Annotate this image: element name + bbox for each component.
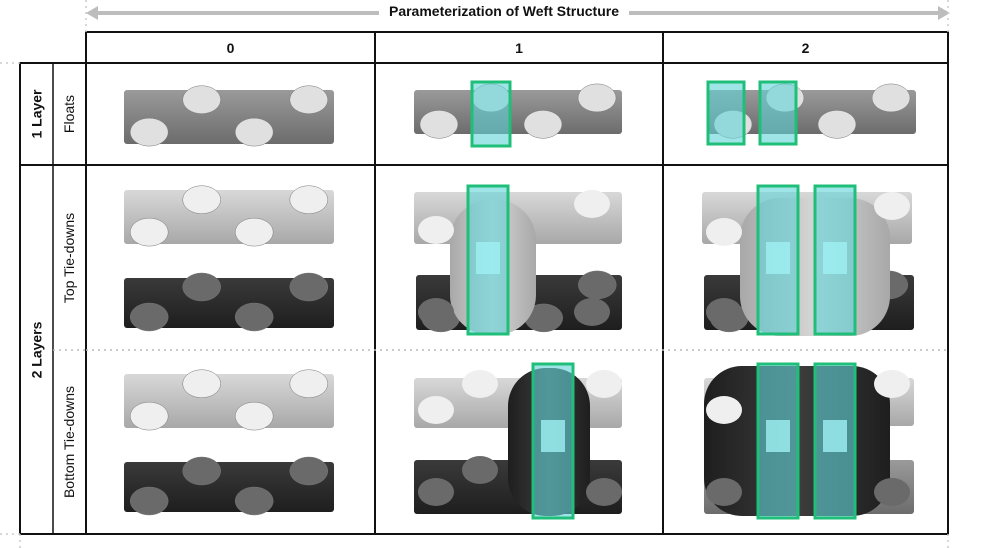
weave-top-1-yarn	[574, 298, 610, 326]
weave-top-1-yarn	[418, 298, 454, 326]
weave-bottom-0-lower-yarn	[234, 486, 274, 516]
highlight-inner-3	[541, 420, 565, 452]
weave-bottom-0-lower-yarn	[289, 456, 329, 486]
diagram-title: Parameterization of Weft Structure	[0, 3, 1008, 19]
weave-bottom-1-yarn	[418, 478, 454, 506]
highlight-floats-2a	[706, 80, 746, 146]
weave-bottom-0-upper-yarn	[182, 369, 221, 398]
weave-bottom-2-yarn	[874, 370, 910, 398]
weave-top-1-yarn	[574, 190, 610, 218]
weave-bottom-1-yarn	[462, 456, 498, 484]
column-header-1: 1	[515, 40, 523, 56]
weave-bottom-0-upper	[124, 374, 334, 428]
weave-floats-1	[414, 90, 622, 134]
highlight-inner-1	[766, 242, 790, 274]
weave-top-2-yarn	[706, 218, 742, 246]
weave-floats-0-yarn	[234, 117, 274, 147]
weave-floats-0-yarn	[129, 117, 169, 147]
weave-bottom-1-yarn	[418, 396, 454, 424]
weave-bottom-0-lower-yarn	[129, 486, 169, 516]
weave-floats-2-yarn	[817, 110, 857, 139]
weave-top-0-upper	[124, 190, 334, 244]
weave-floats-1-yarn	[523, 110, 563, 139]
column-header-0: 0	[226, 40, 235, 56]
weave-top-0-lower-yarn	[234, 302, 274, 332]
weave-bottom-0-upper-yarn	[234, 401, 274, 431]
highlight-inner-5	[823, 420, 847, 452]
highlight-top-2b	[813, 184, 857, 336]
weave-bottom-1-yarn	[586, 370, 622, 398]
weave-bottom-0-upper-yarn	[129, 401, 169, 431]
weave-bottom-1-yarn	[462, 370, 498, 398]
weave-top-0-lower-yarn	[182, 272, 221, 302]
highlight-floats-2b	[758, 80, 798, 146]
highlight-inner-0	[476, 242, 500, 274]
highlight-floats-1	[470, 80, 512, 148]
weave-floats-2-yarn	[871, 83, 911, 113]
weave-floats-1-yarn	[577, 83, 617, 113]
weave-floats-0-yarn	[289, 85, 329, 114]
weave-bottom-0-lower	[124, 462, 334, 512]
highlight-inner-4	[766, 420, 790, 452]
weave-bottom-2-yarn	[874, 478, 910, 506]
weave-floats-0	[124, 90, 334, 144]
weave-floats-1-yarn	[419, 110, 459, 139]
weave-bottom-1-yarn	[586, 478, 622, 506]
weave-top-0-lower-yarn	[129, 302, 169, 332]
weave-top-0-upper-yarn	[289, 185, 329, 214]
weave-top-0-lower-yarn	[289, 272, 329, 302]
weave-top-0-upper-yarn	[129, 217, 169, 247]
weave-top-1-yarn	[418, 216, 454, 244]
weave-floats-0-yarn	[182, 85, 221, 114]
weave-top-2-yarn	[706, 298, 742, 326]
highlight-inner-2	[823, 242, 847, 274]
weave-bottom-0-upper-yarn	[289, 369, 329, 398]
weave-top-0-upper-yarn	[182, 185, 221, 214]
weave-top-0-lower	[124, 278, 334, 328]
column-header-2: 2	[801, 40, 810, 56]
weave-bottom-0-lower-yarn	[182, 456, 221, 486]
weave-top-1-lower-yarn	[578, 270, 617, 300]
weave-bottom-2-yarn	[706, 396, 742, 424]
weave-top-0-upper-yarn	[234, 217, 274, 247]
weave-top-2-yarn	[874, 192, 910, 220]
weave-bottom-2-yarn	[706, 478, 742, 506]
